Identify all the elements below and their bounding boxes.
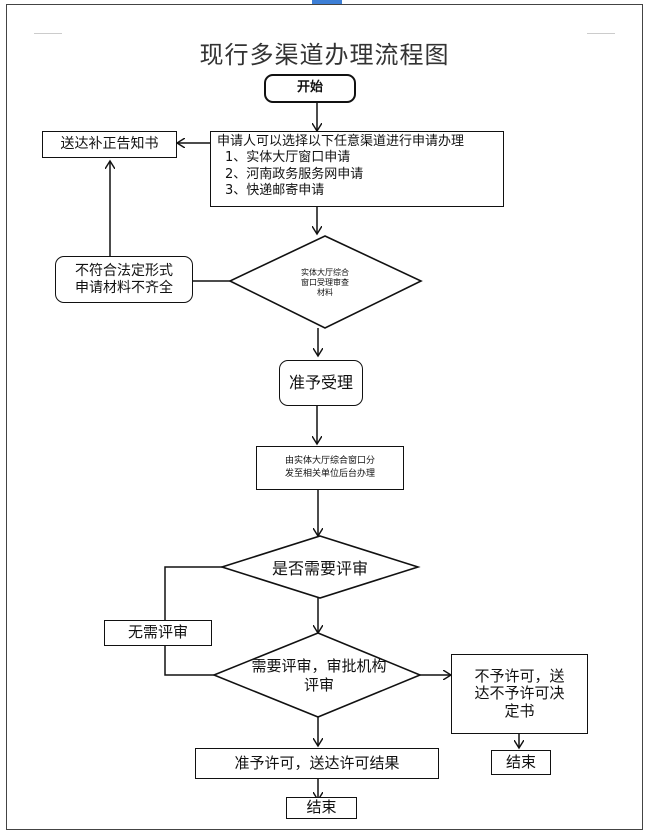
review-decision-line-1: 实体大厅综合 xyxy=(301,268,349,277)
deny-line-3: 定书 xyxy=(504,701,535,720)
deny-line-1: 不予许可，送 xyxy=(474,667,565,686)
dispatch-line-2: 发至相关单位后台办理 xyxy=(284,469,375,479)
dispatch-node: 由实体大厅综合窗口分 发至相关单位后台办理 xyxy=(256,446,404,490)
end-grant-label: 结束 xyxy=(306,798,337,817)
review-org-line-2: 评审 xyxy=(303,676,334,694)
diagram-title: 现行多渠道办理流程图 xyxy=(199,41,450,69)
review-decision-line-2: 窗口受理审查 xyxy=(301,278,349,287)
no-review-label: 无需评审 xyxy=(127,623,188,642)
notice-label: 送达补正告知书 xyxy=(60,136,159,153)
end-grant-node: 结束 xyxy=(286,797,357,819)
channels-node: 申请人可以选择以下任意渠道进行申请办理 1、实体大厅窗口申请 2、河南政务服务网… xyxy=(210,131,504,207)
reject-line-2: 申请材料不齐全 xyxy=(75,279,173,296)
corner-mark-left xyxy=(34,33,62,34)
review-org-node: 需要评审，审批机构 评审 xyxy=(230,653,408,699)
notice-node: 送达补正告知书 xyxy=(42,131,177,158)
accept-label: 准予受理 xyxy=(288,372,353,392)
review-decision-line-3: 材料 xyxy=(317,288,333,297)
review-decision-shape xyxy=(228,235,423,329)
line-need-review-no-review xyxy=(164,566,222,620)
accept-node: 准予受理 xyxy=(279,360,363,406)
reject-line-1: 不符合法定形式 xyxy=(75,263,173,280)
channel-item-1: 1、实体大厅窗口申请 xyxy=(225,150,351,166)
end-deny-label: 结束 xyxy=(505,752,536,771)
grant-label: 准予许可，送达许可结果 xyxy=(234,753,400,772)
grant-node: 准予许可，送达许可结果 xyxy=(195,748,439,779)
top-marker xyxy=(312,0,342,4)
line-no-review-join xyxy=(164,646,214,676)
reject-node: 不符合法定形式 申请材料不齐全 xyxy=(55,256,193,303)
start-label: 开始 xyxy=(296,80,323,96)
need-review-node: 是否需要评审 xyxy=(240,553,400,581)
deny-line-2: 达不予许可决 xyxy=(474,684,565,703)
corner-mark-right xyxy=(587,33,615,34)
start-node: 开始 xyxy=(264,74,356,103)
review-decision-node: 实体大厅综合 窗口受理审查 材料 xyxy=(275,263,375,303)
dispatch-line-1: 由实体大厅综合窗口分 xyxy=(284,455,375,466)
channel-item-3: 3、快递邮寄申请 xyxy=(225,182,325,198)
channels-heading: 申请人可以选择以下任意渠道进行申请办理 xyxy=(217,134,465,149)
review-org-line-1: 需要评审，审批机构 xyxy=(251,656,387,675)
end-deny-node: 结束 xyxy=(491,750,551,775)
deny-node: 不予许可，送 达不予许可决 定书 xyxy=(451,654,588,734)
need-review-label: 是否需要评审 xyxy=(271,559,368,578)
need-review-shape xyxy=(219,535,421,599)
review-org-shape xyxy=(211,632,423,718)
channel-item-2: 2、河南政务服务网申请 xyxy=(225,166,364,182)
no-review-node: 无需评审 xyxy=(104,620,212,646)
